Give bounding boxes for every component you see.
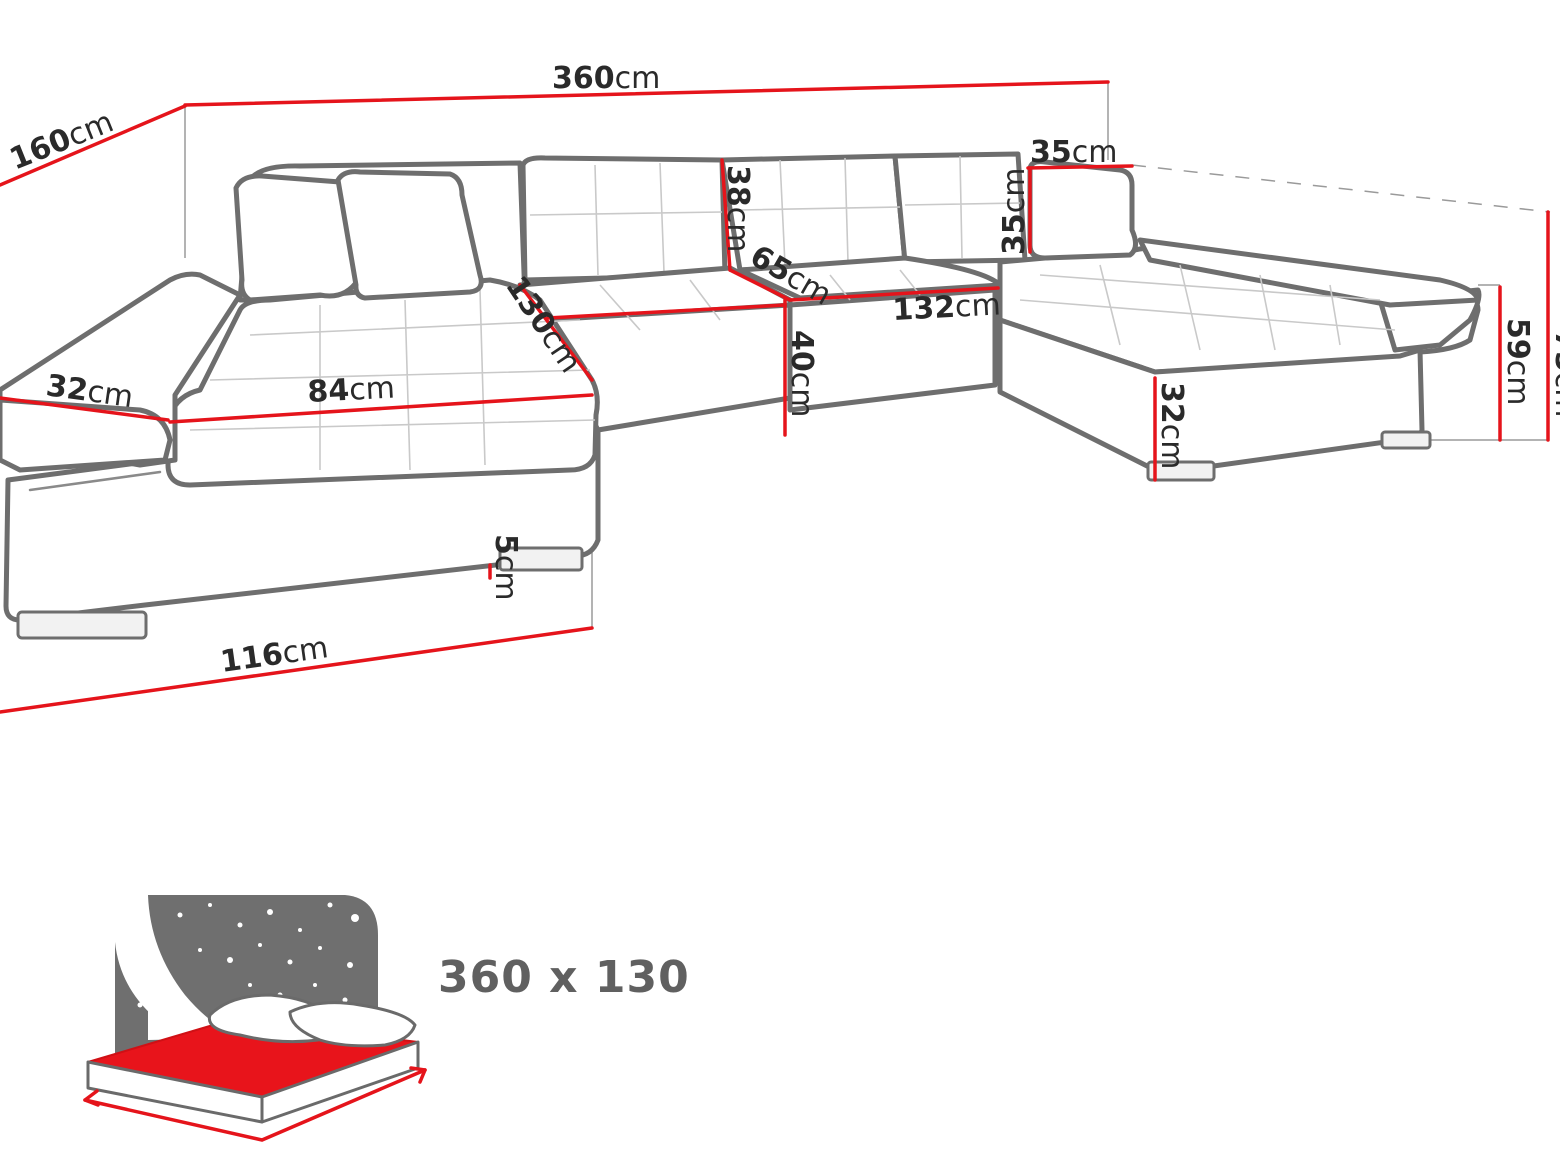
label-arm-height: 59cm: [1500, 318, 1535, 405]
label-back-pillow-width: 35cm: [1030, 135, 1117, 170]
label-chaise-width: 116cm: [218, 630, 330, 680]
sleeping-area-size: 360 x 130: [438, 952, 690, 1003]
label-seat-width-left: 84cm: [307, 370, 396, 410]
stars-decoration: [128, 902, 359, 1032]
label-base-height: 32cm: [1154, 382, 1189, 469]
label-seat-width-right: 132cm: [892, 287, 1002, 328]
dimension-lines: [0, 80, 1550, 714]
sofa-drawing: [0, 82, 1551, 640]
sleeping-area-icon: [83, 895, 427, 1142]
label-armrest-width: 32cm: [44, 368, 135, 415]
label-depth-left: 160cm: [5, 104, 119, 177]
label-total-width: 360cm: [552, 61, 660, 96]
label-back-pillow-height: 35cm: [997, 168, 1032, 255]
label-seat-height: 40cm: [784, 330, 819, 417]
label-total-height: 75cm: [1548, 330, 1560, 417]
label-leg-height: 5cm: [488, 534, 523, 601]
label-back-height: 38cm: [720, 165, 755, 252]
